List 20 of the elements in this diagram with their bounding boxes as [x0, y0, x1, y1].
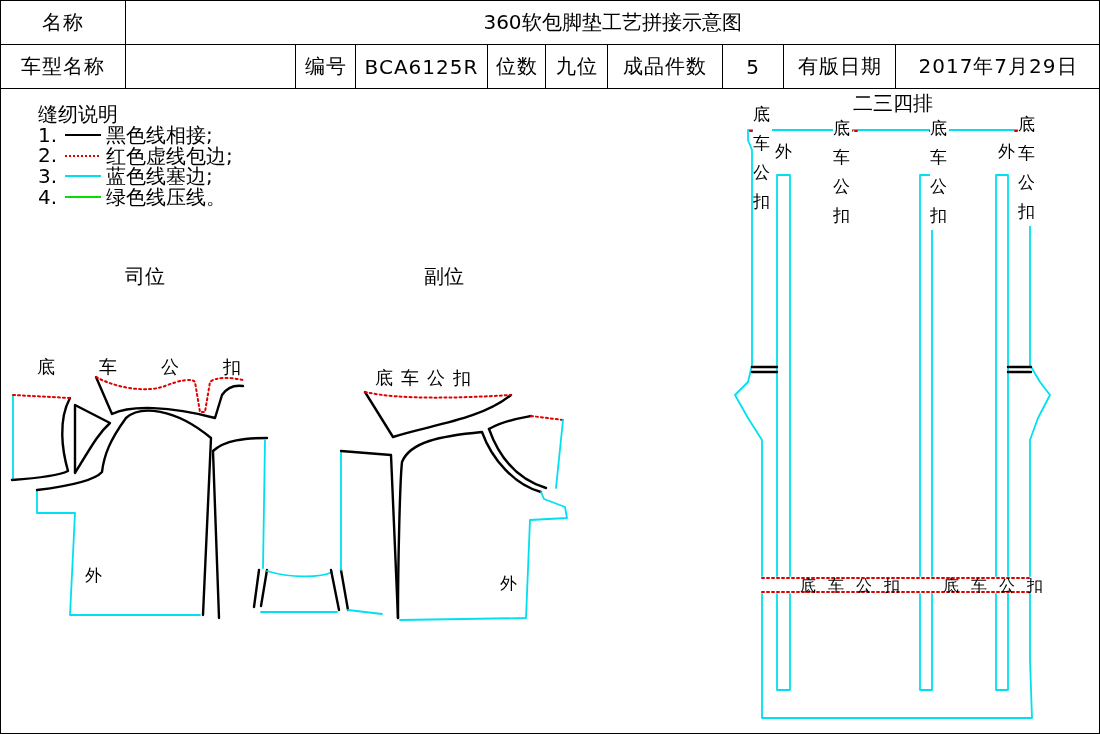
part-label: 底车公扣 — [800, 577, 912, 595]
legend-text: 黑色线相接; — [106, 124, 213, 146]
part-label: 底车公扣 — [37, 357, 285, 377]
part-label: 底车公扣 — [375, 368, 479, 388]
section-label: 司位 — [125, 265, 165, 287]
part-label: 外 — [500, 574, 517, 593]
legend-number: 3. — [38, 165, 58, 187]
section-label: 副位 — [424, 265, 464, 287]
part-label: 外 — [85, 566, 102, 585]
legend-heading: 缝纫说明 — [38, 103, 118, 125]
legend-number: 1. — [38, 124, 58, 146]
legend-number: 2. — [38, 144, 58, 166]
legend-text: 红色虚线包边; — [106, 144, 233, 167]
legend-text: 绿色线压线。 — [106, 186, 226, 209]
section-label: 二三四排 — [853, 92, 933, 114]
part-label: 底车公扣 — [943, 577, 1055, 595]
legend-text: 蓝色线塞边; — [106, 165, 213, 188]
part-label: 外 — [998, 142, 1015, 161]
part-label: 外 — [775, 142, 792, 161]
legend-number: 4. — [38, 186, 58, 208]
